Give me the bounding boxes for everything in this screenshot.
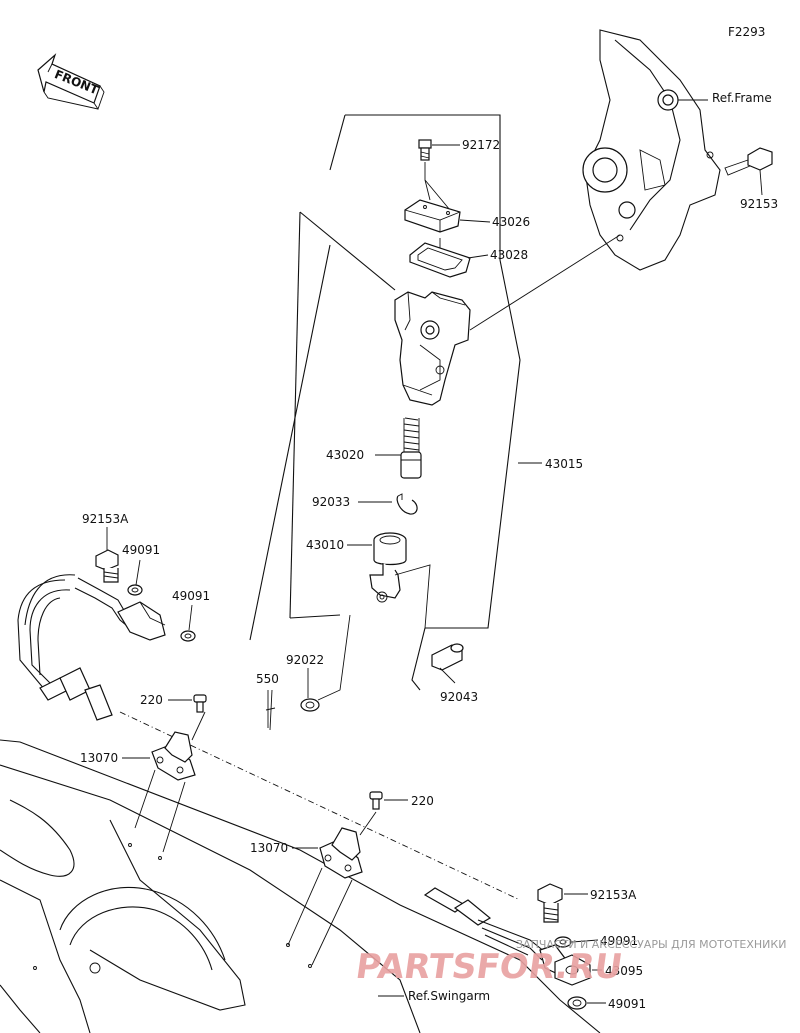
part-label-550: 550	[256, 672, 279, 686]
front-arrow-icon: FRONT	[37, 53, 105, 110]
washer-49091-3	[554, 936, 599, 948]
cap-43026	[404, 199, 491, 233]
part-label-92153A-1: 92153A	[82, 512, 129, 526]
ref-swingarm-label: Ref.Swingarm	[408, 989, 490, 1003]
part-label-43028: 43028	[490, 248, 528, 262]
part-label-13070-2: 13070	[250, 841, 288, 855]
part-label-220-1: 220	[140, 693, 163, 707]
banjo-bolt-92153A	[95, 527, 119, 583]
pin-92043	[431, 643, 464, 684]
part-label-49091-2: 49091	[172, 589, 210, 603]
assembly-boundary	[249, 114, 521, 691]
part-label-92172: 92172	[462, 138, 500, 152]
diaphragm-43028	[409, 238, 489, 278]
part-label-13070-1: 13070	[80, 751, 118, 765]
bolt-92172	[418, 139, 460, 211]
screw-220-1	[168, 694, 207, 713]
figure-code: F2293	[728, 25, 765, 39]
watermark-tagline: ЗАПЧАСТИ И АКСЕССУАРЫ ДЛЯ МОТОТЕХНИКИ	[516, 938, 786, 951]
part-label-92022: 92022	[286, 653, 324, 667]
swingarm-drawing	[0, 739, 601, 1033]
frame-to-cylinder-line	[469, 234, 621, 331]
master-cylinder-43015	[394, 291, 471, 406]
part-label-49091-3: 49091	[600, 934, 638, 948]
brake-hose	[17, 574, 166, 721]
part-label-92043: 92043	[440, 690, 478, 704]
watermark-logo-text: PARTSFOR.RU	[353, 947, 625, 987]
part-label-92153A-2: 92153A	[590, 888, 637, 902]
circlip-92033	[358, 493, 418, 515]
screw-220-2	[369, 791, 408, 810]
part-label-43010: 43010	[306, 538, 344, 552]
washer-49091-2	[180, 604, 196, 642]
bolt-92153	[724, 147, 773, 196]
frame-bracket-drawing	[582, 29, 721, 271]
part-label-49091-1: 49091	[122, 543, 160, 557]
watermark: ЗАПЧАСТИ И АКСЕССУАРЫ ДЛЯ МОТОТЕХНИКИ PA…	[353, 938, 786, 987]
part-label-220-2: 220	[411, 794, 434, 808]
clamp-13070-2	[287, 811, 377, 966]
ref-frame-label: Ref.Frame	[712, 91, 772, 105]
banjo-43095	[554, 954, 602, 986]
washer-49091-4	[567, 996, 606, 1010]
washer-92022	[300, 614, 351, 712]
part-label-43026: 43026	[492, 215, 530, 229]
part-label-43095: 43095	[605, 964, 643, 978]
cotter-pin-550	[265, 689, 276, 731]
part-label-92033: 92033	[312, 495, 350, 509]
washer-49091-1	[127, 559, 143, 596]
piston-43010	[347, 532, 431, 629]
clamp-13070-1	[122, 711, 206, 853]
lower-hose-fitting	[423, 887, 571, 976]
part-label-43015: 43015	[545, 457, 583, 471]
part-label-49091-4: 49091	[608, 997, 646, 1011]
center-axis	[119, 711, 521, 901]
part-label-43020: 43020	[326, 448, 364, 462]
spring-43020	[375, 417, 422, 479]
banjo-bolt-92153A-2	[537, 883, 588, 923]
part-label-92153: 92153	[740, 197, 778, 211]
